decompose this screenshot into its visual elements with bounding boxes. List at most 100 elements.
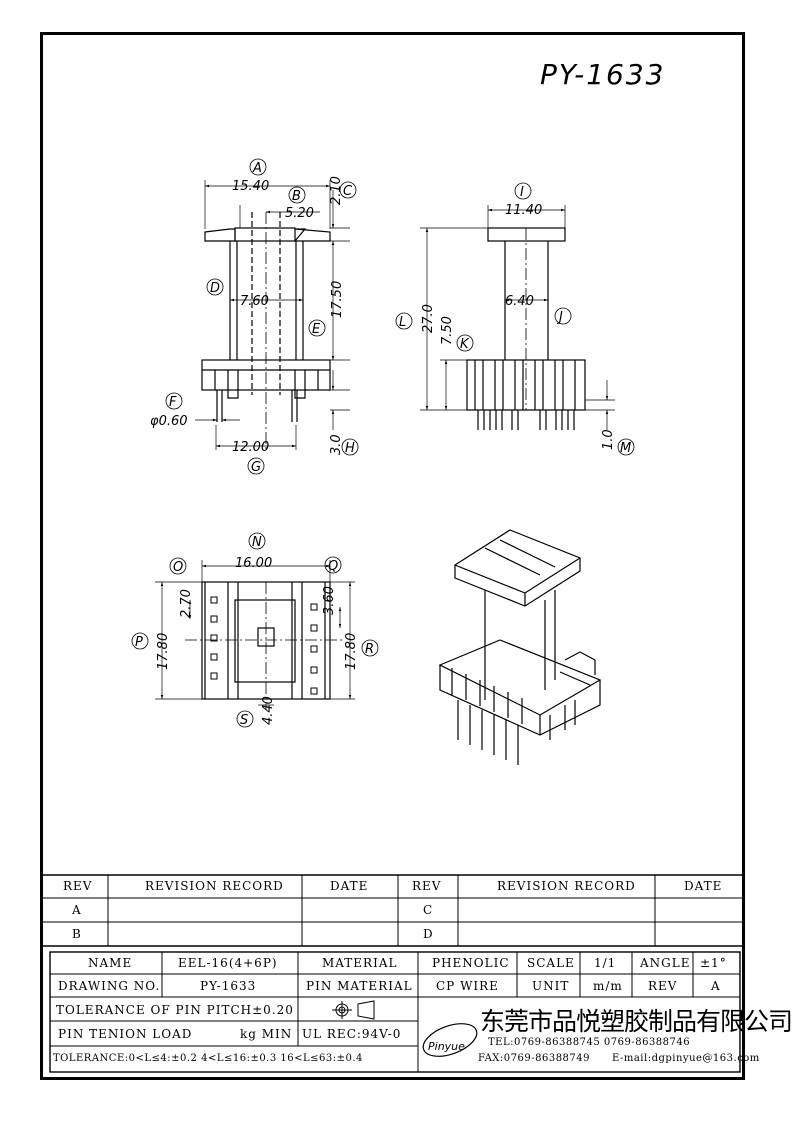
date-header: DATE [330,879,369,893]
bottom-view [155,560,355,710]
label-N: N [248,532,266,550]
dimension-labels: A 15.40 B 5.20 C 2.10 D 7.60 17.50 E F φ… [131,158,635,728]
scale-label: SCALE [527,956,575,970]
svg-text:E: E [312,322,321,337]
isometric-view [438,529,602,765]
name-value: EEL-16(4+6P) [178,956,278,970]
material-value: PHENOLIC [432,956,510,970]
revision-record-header-2: REVISION RECORD [497,879,636,893]
dim-4-40: 4.40 [261,696,276,725]
rev-header-2: REV [412,879,442,893]
dim-16-00: 16.00 [235,556,272,571]
drawing-no-value: PY-1633 [200,979,257,993]
tolerance-pitch: TOLERANCE OF PIN PITCH±0.20 [56,1003,294,1017]
material-label: MATERIAL [322,956,398,970]
revision-row-a: A [72,903,82,917]
svg-text:L: L [399,315,406,330]
label-H: H [341,438,359,456]
dim-11-40: 11.40 [505,203,542,218]
front-view [195,180,350,450]
pin-material-label: PIN MATERIAL [306,979,413,993]
svg-text:M: M [620,441,631,456]
svg-text:C: C [343,184,353,199]
svg-text:B: B [292,189,301,204]
label-K: K [456,334,474,352]
company-logo: Pinyue [422,1023,478,1057]
dim-27-0: 27.0 [421,304,436,333]
svg-text:O: O [173,560,183,575]
ul-rec: UL REC:94V-0 [302,1027,402,1041]
svg-text:I: I [520,185,524,200]
projection-symbol [332,1000,375,1020]
label-S: S [236,710,254,728]
rev-label: REV [648,979,678,993]
label-C: C [339,181,357,199]
label-J: J [554,307,572,325]
dim-12-00: 12.00 [232,440,269,455]
pin-load-label: PIN TENION LOAD [58,1027,193,1041]
revision-row-c: C [423,903,434,917]
label-P: P [131,632,149,650]
side-view [420,205,615,430]
label-D: D [206,278,224,296]
svg-text:A: A [252,161,262,176]
angle-label: ANGLE [640,956,691,970]
label-I: I [514,182,532,200]
name-label: NAME [88,956,133,970]
unit-value: m/m [593,979,623,993]
dim-3-0: 3.0 [329,434,344,455]
svg-text:N: N [252,535,262,550]
label-M: M [617,438,635,456]
rev-header: REV [63,879,93,893]
date-header-2: DATE [684,879,723,893]
drawing-no-label: DRAWING NO. [58,979,161,993]
dim-0-60: φ0.60 [150,414,188,429]
dim-15-40: 15.40 [232,179,269,194]
dim-3-60: 3.60 [322,586,337,615]
label-B: B [288,186,306,204]
label-R: R [361,639,379,657]
dim-7-50: 7.50 [440,316,455,345]
pin-load-unit: kg MIN [240,1027,293,1041]
svg-text:F: F [169,395,177,410]
svg-text:G: G [251,460,261,475]
part-number-title: PY-1633 [540,58,666,91]
dim-17-50: 17.50 [330,281,345,318]
scale-value: 1/1 [594,956,617,970]
dim-1-0: 1.0 [601,429,616,450]
angle-value: ±1° [700,956,727,970]
company-tel: TEL:0769-86388745 0769-86388746 [488,1037,691,1048]
label-Q: Q [324,556,342,574]
label-O: O [169,557,187,575]
svg-text:P: P [135,635,143,650]
tolerance-line: TOLERANCE:0<L≤4:±0.2 4<L≤16:±0.3 16<L≤63… [53,1053,363,1064]
svg-text:D: D [210,281,220,296]
rev-value: A [711,979,721,993]
dim-7-60: 7.60 [240,294,269,309]
revision-record-header: REVISION RECORD [145,879,284,893]
dim-5-20: 5.20 [285,206,314,221]
company-email: E-mail:dgpinyue@163.com [612,1053,760,1064]
svg-text:H: H [345,441,355,456]
dim-2-70: 2.70 [179,589,194,618]
dim-2-10: 2.10 [329,176,344,205]
title-block-grid [43,874,743,1073]
dim-17-80-right: 17.80 [344,633,359,670]
company-name: 东莞市品悦塑胶制品有限公司 [480,1007,793,1036]
label-L: L [395,312,413,330]
label-G: G [247,457,265,475]
pin-material-value: CP WIRE [436,979,499,993]
label-A: A [249,158,267,176]
svg-text:R: R [365,642,374,657]
drawing-frame [40,32,745,1080]
svg-text:Q: Q [328,559,338,574]
revision-row-b: B [72,927,82,941]
revision-row-d: D [423,927,434,941]
label-F: F [165,392,183,410]
dim-6-40: 6.40 [505,294,534,309]
unit-label: UNIT [532,979,570,993]
svg-text:J: J [556,310,563,325]
company-fax: FAX:0769-86388749 [478,1053,591,1064]
